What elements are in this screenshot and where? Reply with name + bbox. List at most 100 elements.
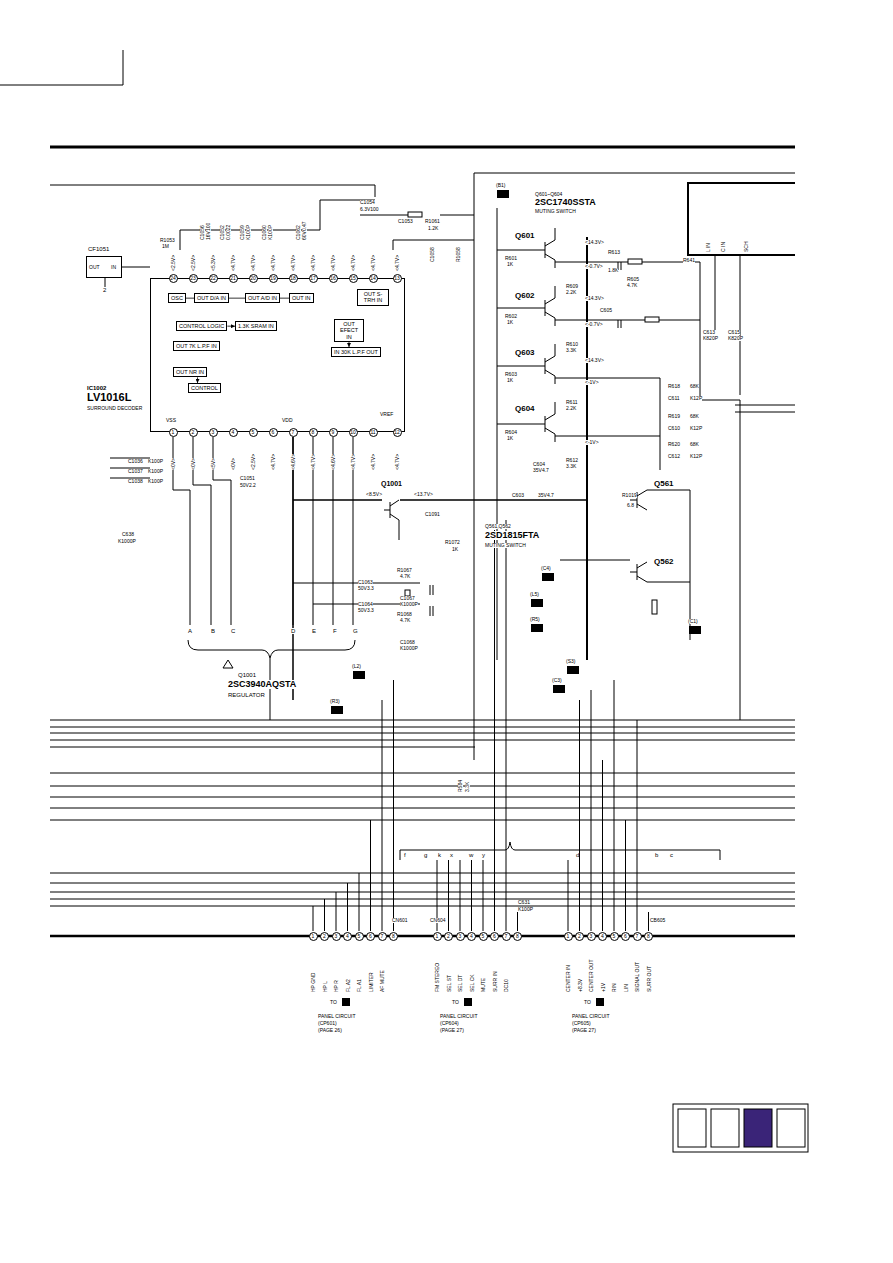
- component-label: Q561: [654, 480, 674, 488]
- component-label: 4.7K: [400, 574, 410, 579]
- block-label: IN 30K L.P.F OUT: [334, 349, 378, 355]
- component-label: CN604: [430, 918, 446, 923]
- component-label: K12P: [690, 454, 702, 459]
- pin-number: 23: [189, 274, 198, 283]
- connector-rail: [50, 935, 795, 938]
- tag-square: [331, 706, 343, 714]
- component-label: REGULATOR: [228, 692, 265, 698]
- component-label: <5.3V>: [211, 255, 216, 271]
- component-label: (C4): [541, 566, 551, 571]
- component-label: MUTING SWITCH: [535, 209, 576, 214]
- function-block: OUT S-TRH IN: [357, 289, 389, 306]
- component-label: <4.7V>: [331, 255, 336, 271]
- component-label: VDD: [282, 418, 293, 423]
- component-label: <13.7V>: [414, 492, 433, 497]
- component-label: R613: [608, 250, 620, 255]
- block-label: OUT A/D IN: [248, 295, 277, 301]
- component-label: (CP605): [572, 1021, 591, 1026]
- component-label: K100P: [148, 459, 163, 464]
- component-label: DC10: [504, 979, 509, 992]
- component-label: 3.3K: [566, 348, 576, 353]
- part-text: IN: [111, 265, 116, 270]
- pin-number: 1: [564, 932, 573, 941]
- component-label: (S3): [566, 659, 575, 664]
- component-label: A: [188, 628, 192, 634]
- component-label: R601: [505, 256, 517, 261]
- block-label: OUT S-TRH IN: [360, 291, 386, 304]
- component-label: SCH: [744, 241, 749, 252]
- component-label: F: [333, 628, 337, 634]
- component-label: TO: [452, 1000, 459, 1005]
- component-label: 1K: [507, 262, 513, 267]
- component-label: HP GND: [311, 973, 316, 992]
- function-block: OUT IN: [289, 293, 314, 303]
- component-label: R604: [505, 430, 517, 435]
- component-label: w: [469, 852, 473, 858]
- component-label: 3.3K: [465, 782, 470, 792]
- pin-number: 7: [502, 932, 511, 941]
- component-label: R1068: [397, 612, 412, 617]
- component-label: 1K: [507, 436, 513, 441]
- component-label: C604: [533, 462, 545, 467]
- component-label: R1053: [160, 238, 175, 243]
- cn604-wires: [437, 520, 518, 931]
- page-marker: [711, 1109, 739, 1147]
- component-label: C1052: [220, 225, 225, 240]
- component-label: R602: [505, 314, 517, 319]
- component-label: FL A2: [346, 979, 351, 992]
- pin-number: 8: [389, 932, 398, 941]
- signal-connector: [280, 298, 289, 299]
- component-label: 6.8: [627, 503, 634, 508]
- component-label: R641: [683, 258, 695, 263]
- component-label: 2: [103, 287, 106, 293]
- component-label: B: [211, 628, 215, 634]
- component-label: C603: [512, 493, 524, 498]
- part-text: LV1016L: [87, 392, 131, 403]
- component-label: d: [576, 852, 579, 858]
- pin-number: 18: [289, 274, 298, 283]
- component-label: Q601: [515, 232, 535, 240]
- pin-number: 5: [610, 932, 619, 941]
- component-label: +1V: [601, 983, 606, 992]
- component-label: (CP604): [440, 1021, 459, 1026]
- component-label: C615: [728, 330, 740, 335]
- component-label: C IN: [721, 242, 726, 252]
- component-label: (B1): [496, 183, 505, 188]
- pin-number: 3: [332, 932, 341, 941]
- component-label: SIGNAL OUT: [635, 962, 640, 992]
- component-label: C1059: [240, 225, 245, 240]
- pin-number: 12: [393, 428, 402, 437]
- component-label: C1091: [425, 512, 440, 517]
- pin-number: 1: [433, 932, 442, 941]
- component-label: <4.7V>: [291, 255, 296, 271]
- component-label: E: [312, 628, 316, 634]
- component-label: PANEL CIRCUIT: [572, 1014, 610, 1019]
- component-label: HP L: [323, 981, 328, 992]
- component-label: <-1V>: [585, 440, 599, 445]
- function-block: OUT NR IN: [173, 367, 207, 377]
- tag-square: [497, 190, 509, 198]
- pin-number: 3: [209, 428, 218, 437]
- component-label: R584: [458, 780, 463, 792]
- component-label: C1062: [296, 225, 301, 240]
- component-label: R605: [627, 277, 639, 282]
- component-label: <0V>: [191, 458, 196, 470]
- function-block: CONTROL LOGIC: [176, 321, 227, 331]
- pin-number: 4: [467, 932, 476, 941]
- page-marker-frame: [673, 1104, 808, 1152]
- block-label: OSC: [171, 295, 183, 301]
- component-label: R609: [566, 284, 578, 289]
- component-label: HP R: [334, 980, 339, 992]
- component-label: LIMITER: [369, 972, 374, 992]
- pin-number: 8: [513, 932, 522, 941]
- pin-number: 21: [229, 274, 238, 283]
- component-label: SEL ST: [447, 975, 452, 992]
- component-label: R603: [505, 372, 517, 377]
- component-label: <4.7V>: [395, 255, 400, 271]
- block-label: OUT IN: [292, 295, 311, 301]
- component-label: VSS: [166, 418, 176, 423]
- pin-number: 1: [309, 932, 318, 941]
